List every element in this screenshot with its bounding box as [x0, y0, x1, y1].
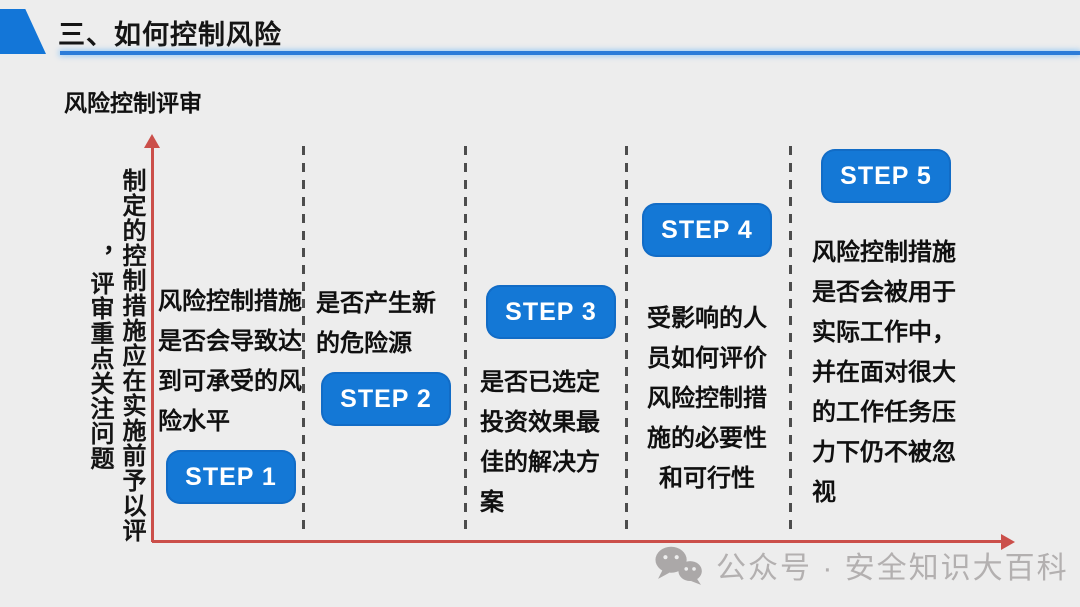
y-axis-arrowhead-icon	[144, 134, 160, 148]
column-divider-2	[464, 146, 467, 530]
slide-title: 三、如何控制风险	[58, 20, 282, 50]
column-divider-3	[625, 146, 628, 530]
step-3-badge: STEP 3	[486, 285, 616, 339]
axis-caption-line1: 制定的控制措施应在实施前予以评	[118, 168, 145, 543]
step-5-description: 风险控制措施 是否会被用于 实际工作中， 并在面对很大 的工作任务压 力下仍不被…	[812, 239, 956, 506]
x-axis-arrowhead-icon	[1001, 534, 1015, 550]
step-2-badge: STEP 2	[321, 372, 451, 426]
step-5-badge: STEP 5	[821, 149, 951, 203]
wechat-icon	[655, 546, 702, 585]
y-axis-line	[151, 146, 154, 542]
watermark-text: 公众号 · 安全知识大百科	[716, 552, 1069, 585]
step-2-description: 是否产生新 的危险源	[316, 290, 436, 357]
axis-caption-line2: ，评审重点关注问题	[86, 246, 113, 471]
step-column-4: STEP 4 受影响的人 员如何评价 风险控制措 施的必要性 和可行性	[634, 203, 780, 499]
header-accent-shape	[0, 9, 46, 54]
step-column-1: 风险控制措施 是否会导致达 到可承受的风 险水平 STEP 1	[158, 282, 304, 504]
step-1-description: 风险控制措施 是否会导致达 到可承受的风 险水平	[158, 288, 302, 435]
step-column-5: STEP 5 风险控制措施 是否会被用于 实际工作中， 并在面对很大 的工作任务…	[812, 149, 960, 513]
column-divider-4	[789, 146, 792, 530]
step-4-description: 受影响的人 员如何评价 风险控制措 施的必要性 和可行性	[647, 305, 767, 492]
header-underline	[60, 51, 1080, 55]
step-3-description: 是否已选定 投资效果最 佳的解决方 案	[480, 369, 600, 516]
column-divider-1	[302, 146, 305, 530]
step-4-badge: STEP 4	[642, 203, 772, 257]
step-column-3: STEP 3 是否已选定 投资效果最 佳的解决方 案	[480, 285, 622, 523]
section-title: 风险控制评审	[64, 90, 202, 116]
step-1-badge: STEP 1	[166, 450, 296, 504]
step-column-2: 是否产生新 的危险源 STEP 2	[316, 284, 456, 426]
watermark: 公众号 · 安全知识大百科	[652, 542, 1069, 588]
x-axis-line	[152, 540, 1004, 543]
